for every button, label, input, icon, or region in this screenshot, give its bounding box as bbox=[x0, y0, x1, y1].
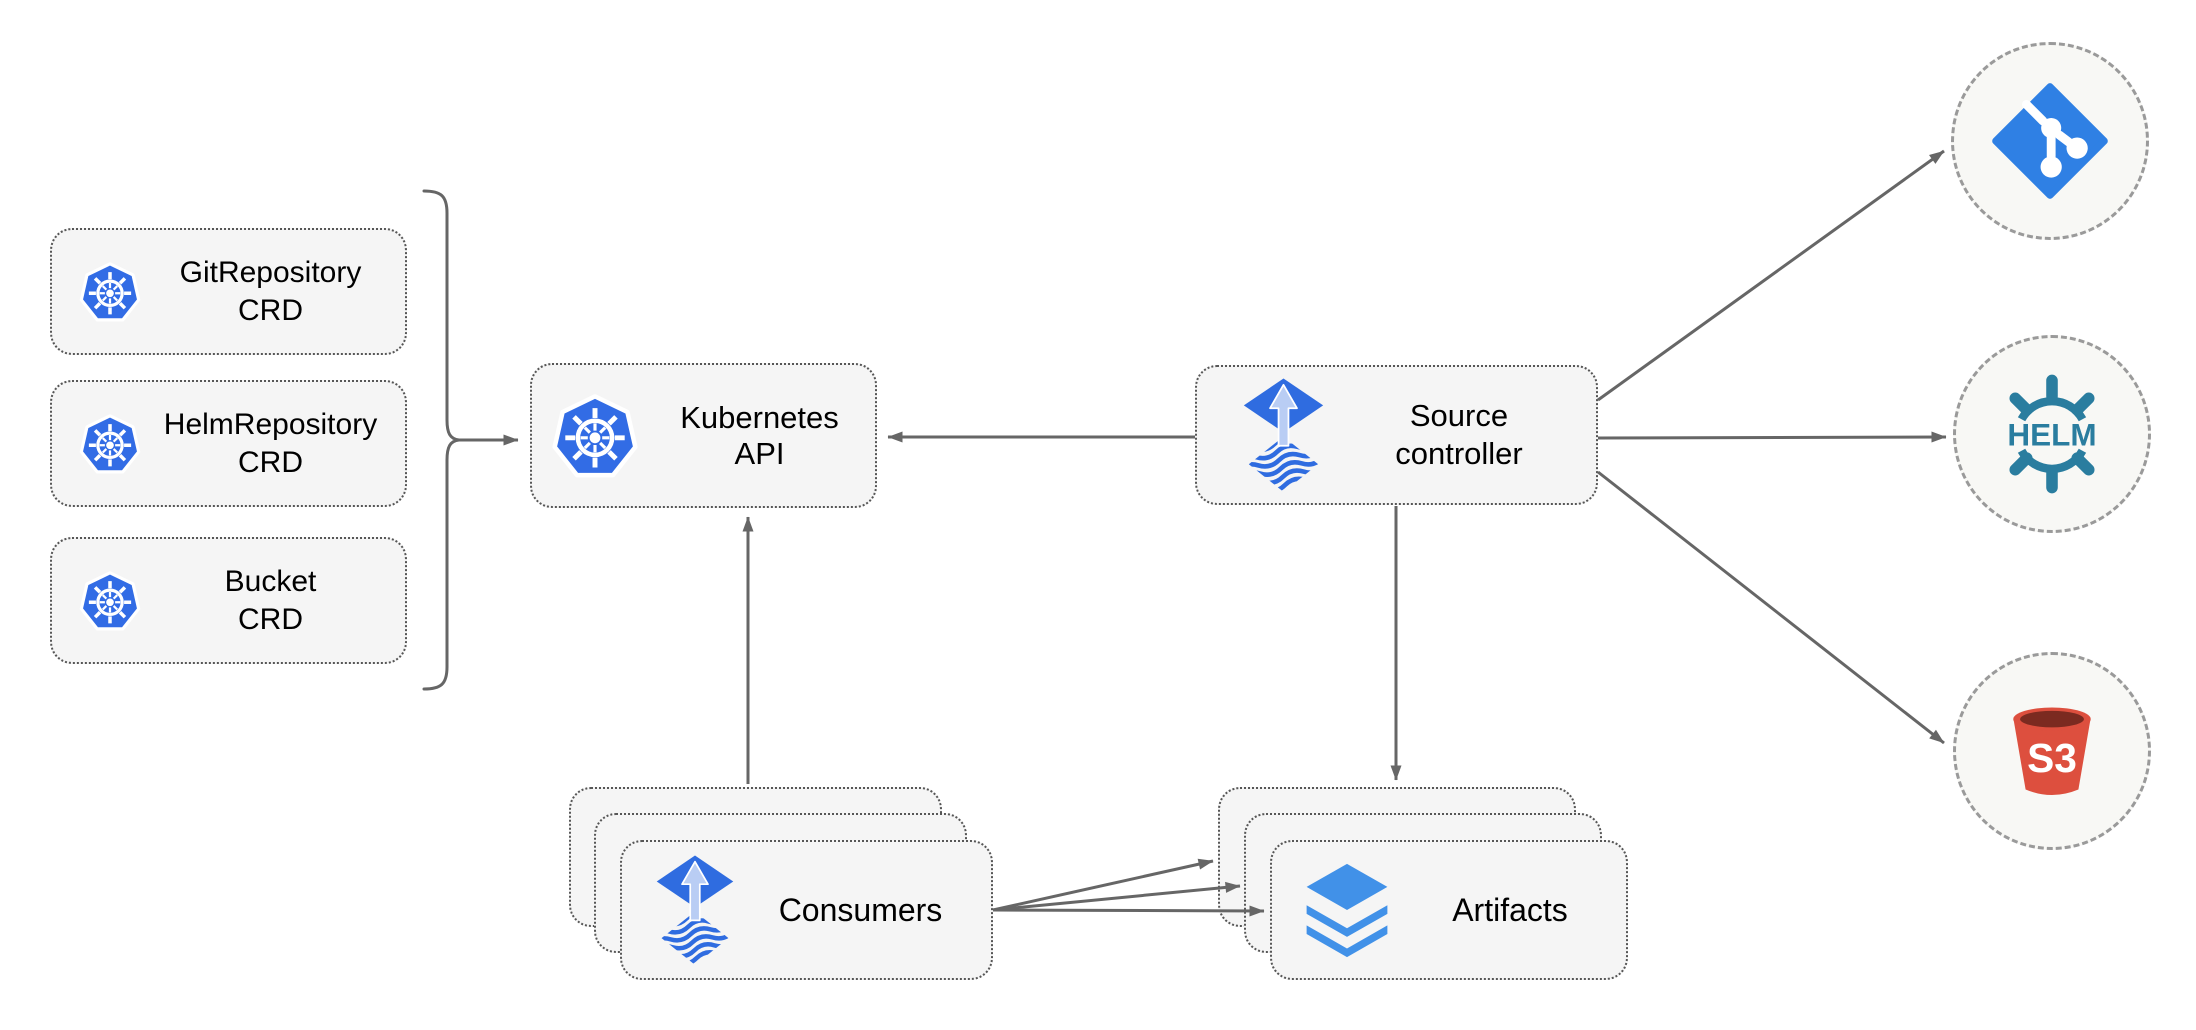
crd-label-line2: CRD bbox=[238, 445, 303, 479]
kubernetes-api-label: Kubernetes API bbox=[680, 399, 839, 471]
crd-label-line1: Bucket bbox=[224, 564, 317, 598]
crd-label-line1: GitRepository bbox=[179, 255, 362, 289]
s3-bucket-text: S3 bbox=[2027, 735, 2077, 781]
gitrepository-crd-label: GitRepository CRD bbox=[152, 254, 389, 330]
flux-icon bbox=[1241, 377, 1326, 494]
source-label-line1: Source bbox=[1409, 398, 1509, 433]
kubernetes-icon bbox=[550, 391, 640, 481]
flux-icon bbox=[654, 854, 736, 967]
consumers-node: Consumers bbox=[620, 840, 993, 980]
layers-icon bbox=[1306, 863, 1388, 958]
s3-endpoint-circle: S3 bbox=[1953, 652, 2151, 850]
artifacts-label: Artifacts bbox=[1452, 891, 1568, 928]
helm-endpoint-circle: HELM bbox=[1953, 335, 2151, 533]
crd-label-line1: HelmRepository bbox=[163, 407, 378, 441]
crd-label-line2: CRD bbox=[238, 293, 303, 327]
kubernetes-icon bbox=[78, 412, 142, 476]
kubernetes-api-node: Kubernetes API bbox=[530, 363, 877, 508]
artifacts-node: Artifacts bbox=[1270, 840, 1628, 980]
helmrepository-crd-node: HelmRepository CRD bbox=[50, 380, 407, 507]
helm-wheel-text: HELM bbox=[2007, 417, 2096, 453]
arrow-source-controller-to-helm bbox=[1597, 431, 1947, 443]
helm-icon: HELM bbox=[2007, 374, 2097, 494]
gitrepository-crd-node: GitRepository CRD bbox=[50, 228, 407, 355]
arrow-source-controller-to-s3 bbox=[1597, 470, 1945, 745]
s3-icon: S3 bbox=[2013, 707, 2091, 795]
bucket-crd-label: Bucket CRD bbox=[152, 563, 389, 639]
helmrepository-crd-label: HelmRepository CRD bbox=[152, 406, 389, 482]
crd-label-line2: CRD bbox=[238, 602, 303, 636]
source-controller-label: Source controller bbox=[1336, 397, 1582, 473]
kubernetes-icon bbox=[78, 569, 142, 633]
consumers-label: Consumers bbox=[778, 891, 943, 928]
kubernetes-icon bbox=[78, 260, 142, 324]
bucket-crd-node: Bucket CRD bbox=[50, 537, 407, 664]
arrow-consumers-to-artifacts-middle bbox=[992, 881, 1241, 912]
arrow-consumers-to-artifacts-back bbox=[992, 858, 1214, 912]
git-endpoint-circle bbox=[1951, 42, 2149, 240]
source-label-line2: controller bbox=[1395, 436, 1523, 471]
crd-group-bracket bbox=[422, 189, 460, 691]
source-controller-node: Source controller bbox=[1195, 365, 1598, 505]
git-icon bbox=[1992, 83, 2108, 199]
arrow-source-controller-to-git bbox=[1597, 149, 1945, 402]
